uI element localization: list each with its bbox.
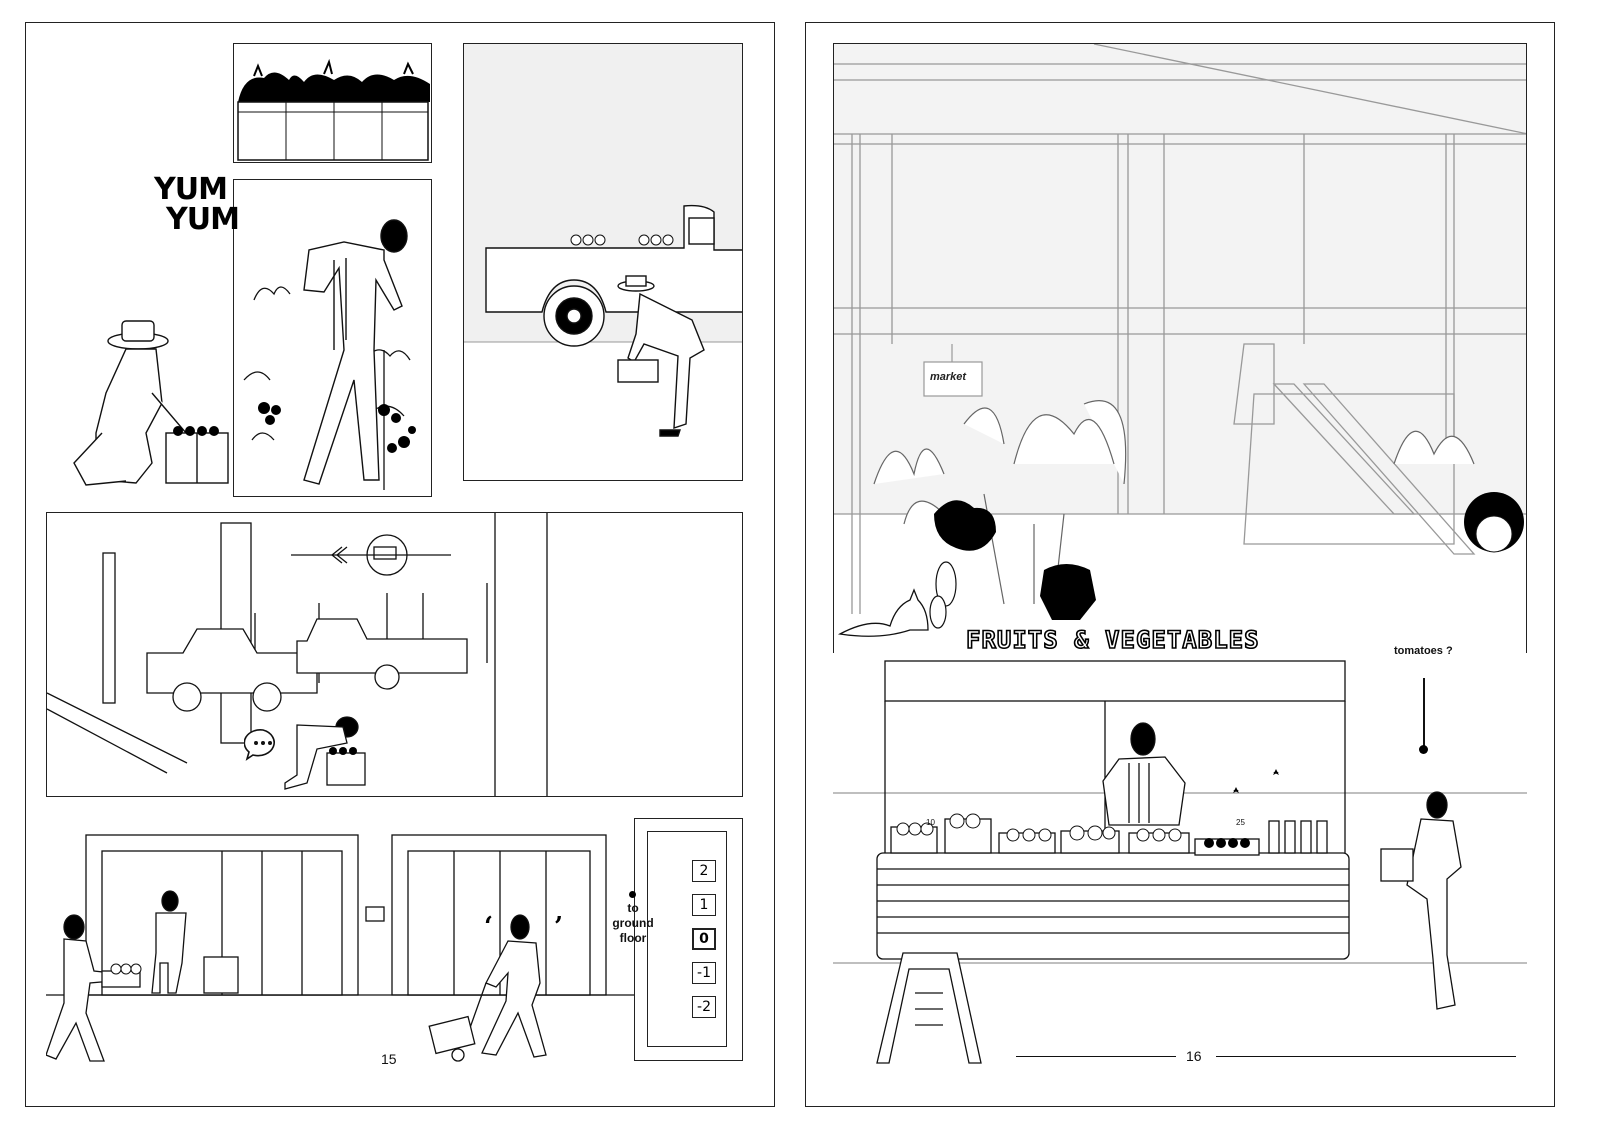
planter-illustration [237, 58, 430, 161]
question-pointer-dot [1419, 745, 1428, 754]
yum-line-1: YUM [154, 172, 228, 207]
parking-garage-illustration [47, 513, 548, 796]
produce-stall-illustration [833, 660, 1527, 1064]
panel-pickup-truck [463, 43, 743, 481]
caption-line-1: to [627, 901, 639, 915]
floor-button-0[interactable]: 0 [692, 928, 716, 950]
panel-elevator-buttons: 2 1 0 -1 -2 [634, 818, 743, 1061]
price-tag-25: 25 [1236, 818, 1245, 827]
kneeling-woman-illustration [73, 320, 229, 486]
page-number-right: 16 [1186, 1048, 1202, 1064]
pickup-truck-illustration [464, 44, 742, 437]
left-page: YUM YUM [25, 22, 775, 1107]
yum-sound-effect: YUM YUM [154, 172, 240, 237]
page-number-left: 15 [381, 1051, 397, 1067]
svg-text:‘: ‘ [484, 912, 493, 942]
question-pointer-line [1423, 678, 1425, 748]
panel-market-atrium [833, 43, 1527, 653]
stall-sign: FRUITS & VEGETABLES [965, 625, 1260, 655]
elevator-lobby-illustration: ‘ ’ [45, 834, 636, 1062]
farmer-harvest-illustration [243, 219, 416, 490]
caption-line-3: floor [619, 931, 647, 945]
market-sign: market [930, 371, 967, 383]
panel-tomato-harvest [233, 179, 432, 497]
panel-parking-garage [46, 512, 743, 797]
panel-elevator-lobby: ‘ ’ [45, 823, 636, 1063]
right-page: market FRUITS & VEGETABLES tomatoes ? [805, 22, 1555, 1107]
yum-line-2: YUM [166, 202, 240, 237]
panel-planter-closeup [233, 43, 432, 163]
caption-line-2: ground [612, 916, 654, 930]
price-tag-10: 10 [926, 818, 935, 827]
customer-question: tomatoes ? [1394, 645, 1453, 657]
floor-button-2[interactable]: 2 [692, 860, 716, 882]
elevator-caption: to ground floor [598, 901, 668, 946]
svg-text:’: ’ [554, 912, 563, 942]
floor-button-minus-2[interactable]: -2 [692, 996, 716, 1018]
floor-button-1[interactable]: 1 [692, 894, 716, 916]
ellipsis-speech-bubble-icon [243, 729, 275, 761]
speech-bubble [243, 727, 282, 761]
stall-area [833, 653, 1527, 1073]
floor-button-panel: 2 1 0 -1 -2 [647, 831, 727, 1047]
floor-button-minus-1[interactable]: -1 [692, 962, 716, 984]
page-number-line-left [1016, 1056, 1176, 1057]
market-atrium-illustration [834, 44, 1526, 637]
elevator-pointer-dot [629, 891, 636, 898]
page-number-line-right [1216, 1056, 1516, 1057]
kneeling-woman-area [66, 313, 236, 503]
